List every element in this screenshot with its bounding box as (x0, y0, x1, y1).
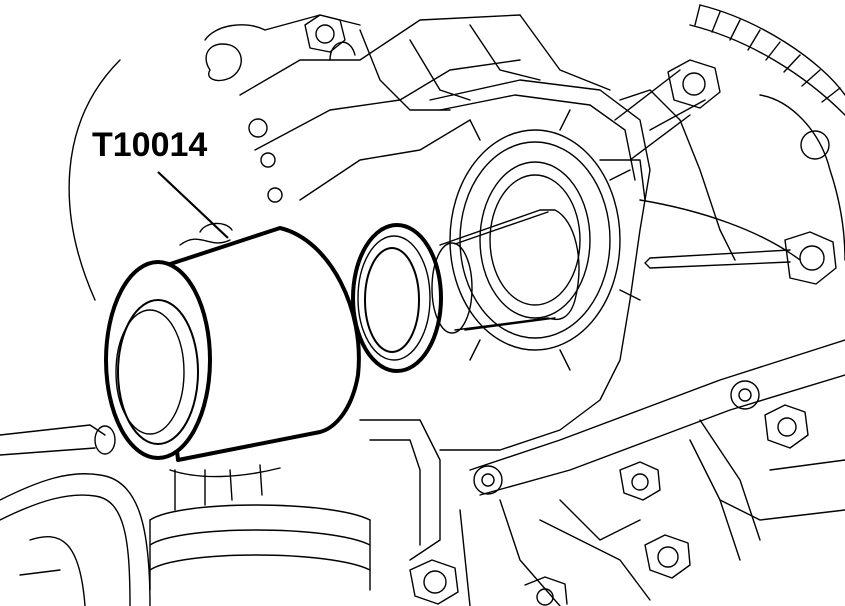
bolt-lower-right-b (644, 534, 691, 579)
engine-block-lower (359, 419, 845, 606)
bolt-lower-middle (524, 576, 568, 606)
bolt-lower-right-a (764, 404, 809, 449)
lower-pulley (149, 464, 371, 591)
seal-driver-tool (104, 222, 361, 462)
tool-number-label: T10014 (92, 126, 208, 164)
crankshaft-stub (431, 209, 580, 334)
oil-seal-ring (351, 223, 443, 373)
flywheel-arc (68, 59, 121, 301)
timing-pulley (689, 4, 845, 261)
bolt-lower-center (619, 461, 661, 501)
bracket-arm (469, 339, 845, 561)
pipes-lower-left (0, 424, 151, 606)
label-leader-line (157, 171, 229, 239)
engine-block-upper (204, 14, 611, 203)
bolt-upper-right (614, 59, 721, 161)
bolt-lower-left (409, 559, 459, 605)
tensioner-rod (644, 231, 837, 285)
front-cover (429, 79, 801, 451)
seal-housing (449, 109, 641, 371)
bolt-upper-center (304, 14, 346, 53)
